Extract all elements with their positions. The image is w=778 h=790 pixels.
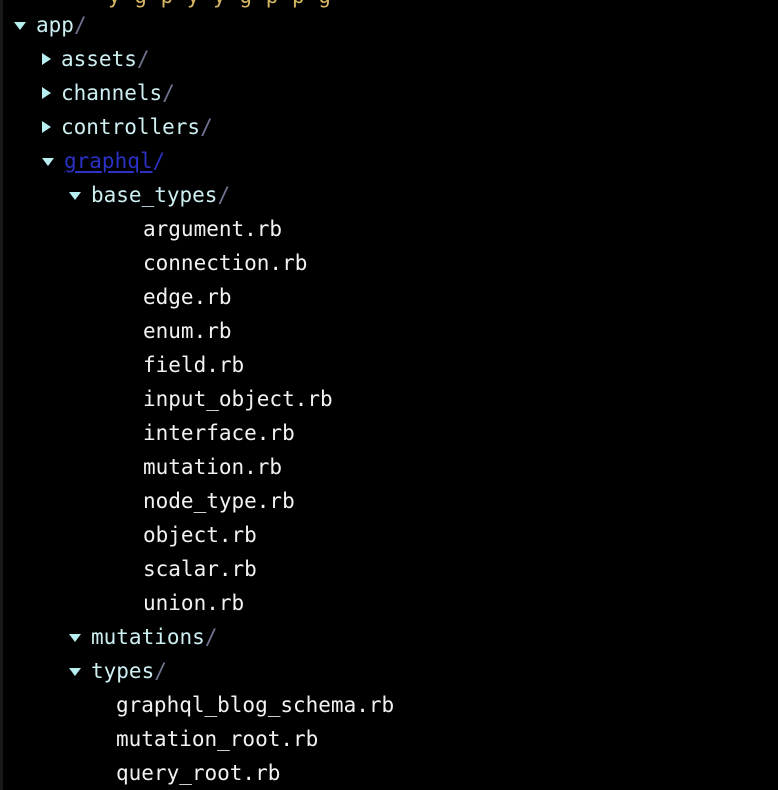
chevron-right-icon[interactable]	[42, 87, 51, 99]
tree-row-file[interactable]: scalar.rb	[0, 552, 778, 586]
tree-row-file[interactable]: object.rb	[0, 518, 778, 552]
tree-row-file[interactable]: argument.rb	[0, 212, 778, 246]
tree-row-file[interactable]: field.rb	[0, 348, 778, 382]
tree-row-directory[interactable]: controllers/	[0, 110, 778, 144]
tree-row-file[interactable]: node_type.rb	[0, 484, 778, 518]
file-name[interactable]: node_type.rb	[143, 489, 295, 513]
chevron-down-icon[interactable]	[14, 22, 26, 30]
path-separator: /	[136, 47, 150, 71]
path-separator: /	[204, 625, 218, 649]
file-name[interactable]: interface.rb	[143, 421, 295, 445]
file-name[interactable]: argument.rb	[143, 217, 283, 241]
chevron-right-icon[interactable]	[42, 53, 51, 65]
left-gutter	[0, 0, 3, 790]
tree-row-file[interactable]: input_object.rb	[0, 382, 778, 416]
clipped-header-line: y g p y y g p p g	[0, 0, 778, 8]
tree-row-directory[interactable]: mutations/	[0, 620, 778, 654]
directory-name[interactable]: types	[91, 659, 155, 683]
path-separator: /	[200, 115, 213, 139]
directory-name[interactable]: mutations	[91, 625, 205, 649]
path-separator: /	[162, 81, 175, 105]
path-separator: /	[154, 659, 167, 683]
tree-row-directory[interactable]: types/	[0, 654, 778, 688]
tree-row-file[interactable]: edge.rb	[0, 280, 778, 314]
tree-row-file[interactable]: mutation_root.rb	[0, 722, 778, 756]
file-name[interactable]: query_root.rb	[116, 761, 281, 785]
path-separator: /	[152, 149, 166, 173]
file-name[interactable]: mutation.rb	[143, 455, 283, 479]
directory-name[interactable]: controllers	[61, 115, 201, 139]
tree-row-file[interactable]: enum.rb	[0, 314, 778, 348]
directory-name[interactable]: graphql	[64, 149, 153, 173]
tree-row-file[interactable]: interface.rb	[0, 416, 778, 450]
tree-row-file[interactable]: connection.rb	[0, 246, 778, 280]
directory-name[interactable]: assets	[61, 47, 137, 71]
tree-row-file[interactable]: graphql_blog_schema.rb	[0, 688, 778, 722]
tree-row-file[interactable]: union.rb	[0, 586, 778, 620]
file-name[interactable]: edge.rb	[143, 285, 232, 309]
file-name[interactable]: field.rb	[143, 353, 245, 377]
directory-name[interactable]: base_types	[91, 183, 218, 207]
tree-row-directory[interactable]: assets/	[0, 42, 778, 76]
tree-row-directory[interactable]: base_types/	[0, 178, 778, 212]
path-separator: /	[73, 13, 87, 37]
directory-name[interactable]: app	[36, 13, 74, 37]
file-tree: app/assets/channels/controllers/graphql/…	[0, 8, 778, 790]
tree-row-directory[interactable]: app/	[0, 8, 778, 42]
file-name[interactable]: graphql_blog_schema.rb	[116, 693, 395, 717]
chevron-down-icon[interactable]	[69, 668, 81, 676]
file-name[interactable]: object.rb	[143, 523, 257, 547]
path-separator: /	[217, 183, 231, 207]
chevron-down-icon[interactable]	[69, 634, 81, 642]
file-name[interactable]: connection.rb	[143, 251, 308, 275]
tree-row-directory[interactable]: channels/	[0, 76, 778, 110]
directory-name[interactable]: channels	[61, 81, 163, 105]
file-name[interactable]: enum.rb	[143, 319, 232, 343]
chevron-down-icon[interactable]	[69, 192, 81, 200]
chevron-down-icon[interactable]	[42, 158, 54, 166]
chevron-right-icon[interactable]	[42, 121, 51, 133]
clipped-header-text: y g p y y g p p g	[0, 0, 331, 8]
tree-row-file[interactable]: query_root.rb	[0, 756, 778, 790]
file-name[interactable]: union.rb	[143, 591, 245, 615]
tree-row-directory[interactable]: graphql/	[0, 144, 778, 178]
file-name[interactable]: mutation_root.rb	[116, 727, 319, 751]
file-name[interactable]: scalar.rb	[143, 557, 257, 581]
tree-row-file[interactable]: mutation.rb	[0, 450, 778, 484]
file-name[interactable]: input_object.rb	[143, 387, 333, 411]
